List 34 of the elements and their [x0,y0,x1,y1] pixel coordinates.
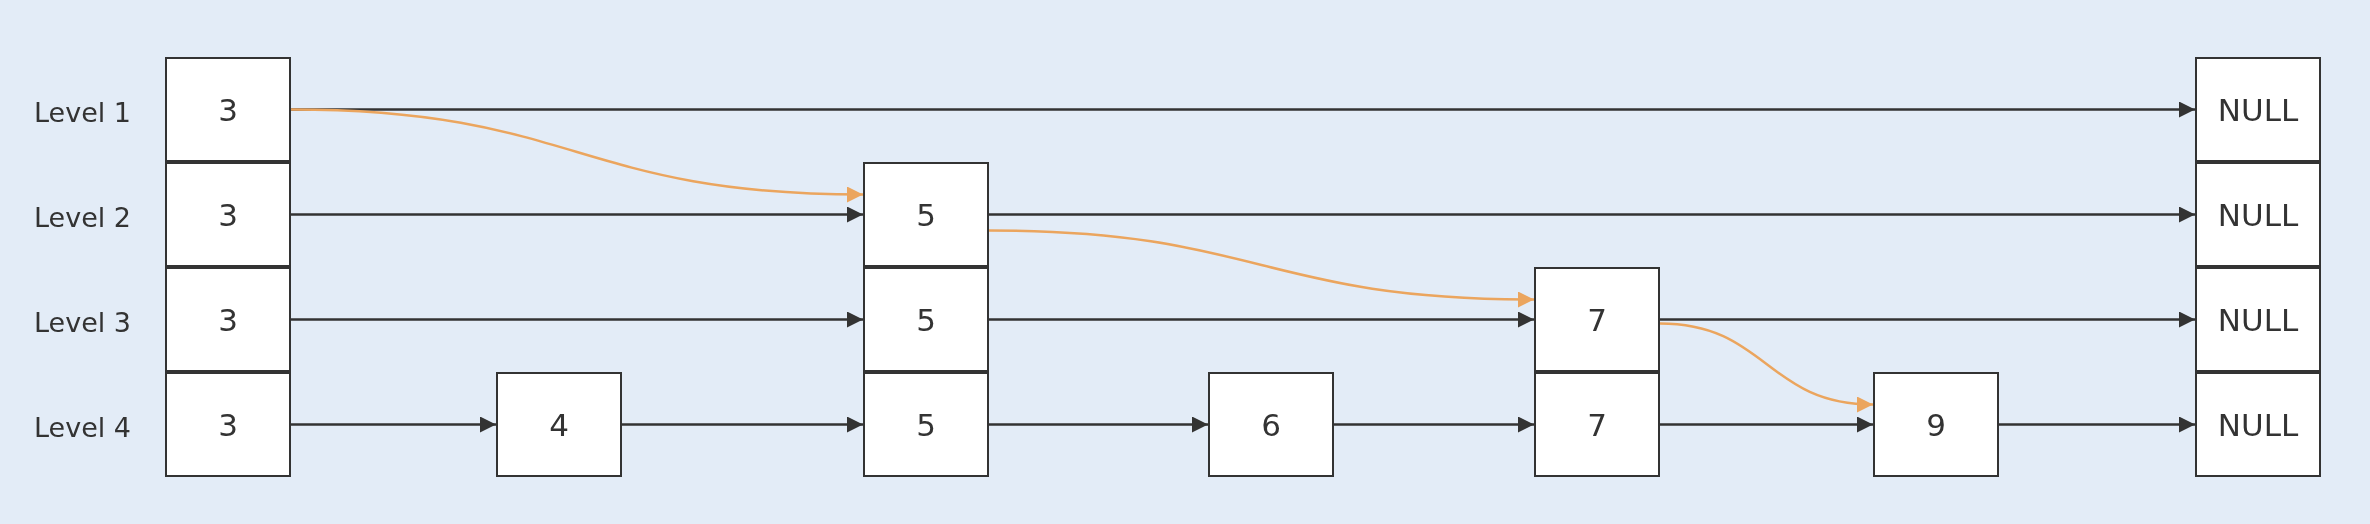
level-label: Level 4 [34,411,132,443]
list-node-box: 3 [165,57,291,162]
arrow [1334,416,1534,433]
list-node-box: 9 [1873,372,1999,477]
arrow [291,311,863,328]
list-node-box: NULL [2195,267,2321,372]
level-label: Level 1 [34,96,132,128]
list-node-box: NULL [2195,57,2321,162]
level-label: Level 2 [34,201,132,233]
arrow [1659,322,1874,412]
list-node-box: 5 [863,267,989,372]
arrow [989,311,1534,328]
arrow [989,206,2195,223]
list-node-box: 3 [165,162,291,267]
arrow [290,108,864,203]
level-label: Level 3 [34,306,132,338]
arrow [622,416,863,433]
list-node-box: 5 [863,372,989,477]
list-node-box: 7 [1534,267,1660,372]
list-node-box: 4 [496,372,622,477]
arrow [291,416,496,433]
list-node-box: 5 [863,162,989,267]
arrow [291,206,863,223]
arrow [1660,416,1873,433]
list-node-box: NULL [2195,162,2321,267]
arrow [1660,311,2195,328]
list-node-box: NULL [2195,372,2321,477]
list-node-box: 3 [165,267,291,372]
list-node-box: 3 [165,372,291,477]
arrow [1999,416,2195,433]
list-node-box: 7 [1534,372,1660,477]
arrow [988,229,1535,308]
list-node-box: 6 [1208,372,1334,477]
arrow [989,416,1208,433]
